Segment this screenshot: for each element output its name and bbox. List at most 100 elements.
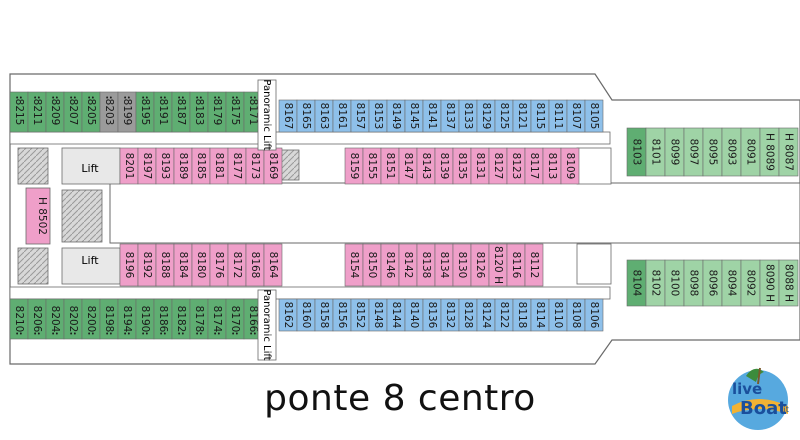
cabin-8101[interactable]: 8101 — [645, 127, 666, 177]
cabin-8203[interactable]: 8203•• — [99, 91, 119, 133]
cabin-8178[interactable]: 8178•• — [189, 298, 209, 340]
cabin-8090[interactable]: 8090 H — [759, 259, 780, 307]
cabin-8206[interactable]: 8206•• — [27, 298, 47, 340]
cabin-8092[interactable]: 8092 — [740, 259, 761, 307]
suite-8502[interactable]: H 8502 — [25, 187, 51, 245]
cabin-8091[interactable]: 8091 — [740, 127, 761, 177]
cabin-8173[interactable]: 8173 — [245, 147, 265, 185]
cabin-8215[interactable]: 8215•• — [9, 91, 29, 133]
cabin-8207[interactable]: 8207•• — [63, 91, 83, 133]
cabin-8124[interactable]: 8124 — [476, 298, 496, 332]
cabin-8179[interactable]: 8179•• — [207, 91, 227, 133]
cabin-8125[interactable]: 8125 — [494, 99, 514, 133]
cabin-8104[interactable]: 8104 — [626, 259, 647, 307]
cabin-8200[interactable]: 8200•• — [81, 298, 101, 340]
cabin-8122[interactable]: 8122 — [494, 298, 514, 332]
cabin-8094[interactable]: 8094 — [721, 259, 742, 307]
cabin-8209[interactable]: 8209•• — [45, 91, 65, 133]
cabin-8180[interactable]: 8180 — [191, 243, 211, 287]
cabin-8130[interactable]: 8130 — [452, 243, 472, 287]
cabin-8138[interactable]: 8138 — [416, 243, 436, 287]
cabin-8111[interactable]: 8111 — [548, 99, 568, 133]
cabin-8202[interactable]: 8202•• — [63, 298, 83, 340]
cabin-8110[interactable]: 8110 — [548, 298, 568, 332]
cabin-8116[interactable]: 8116 — [506, 243, 526, 287]
cabin-8193[interactable]: 8193 — [155, 147, 175, 185]
cabin-8197[interactable]: 8197 — [137, 147, 157, 185]
cabin-8211[interactable]: 8211•• — [27, 91, 47, 133]
cabin-8189[interactable]: 8189 — [173, 147, 193, 185]
cabin-8152[interactable]: 8152 — [350, 298, 370, 332]
cabin-8171[interactable]: 8171•• — [243, 91, 263, 133]
cabin-8150[interactable]: 8150 — [362, 243, 382, 287]
cabin-8154[interactable]: 8154 — [344, 243, 364, 287]
cabin-8115[interactable]: 8115 — [530, 99, 550, 133]
cabin-8147[interactable]: 8147 — [398, 147, 418, 185]
cabin-8198[interactable]: 8198•• — [99, 298, 119, 340]
cabin-8175[interactable]: 8175•• — [225, 91, 245, 133]
cabin-8204[interactable]: 8204•• — [45, 298, 65, 340]
cabin-8201[interactable]: 8201 — [119, 147, 139, 185]
cabin-8117[interactable]: 8117 — [524, 147, 544, 185]
cabin-8161[interactable]: 8161 — [332, 99, 352, 133]
cabin-8143[interactable]: 8143 — [416, 147, 436, 185]
cabin-8114[interactable]: 8114 — [530, 298, 550, 332]
cabin-8136[interactable]: 8136 — [422, 298, 442, 332]
cabin-8166[interactable]: 8166•• — [243, 298, 263, 340]
cabin-8187[interactable]: 8187•• — [171, 91, 191, 133]
cabin-8170[interactable]: 8170•• — [225, 298, 245, 340]
cabin-8108[interactable]: 8108 — [566, 298, 586, 332]
cabin-8194[interactable]: 8194•• — [117, 298, 137, 340]
cabin-8093[interactable]: 8093 — [721, 127, 742, 177]
cabin-8159[interactable]: 8159 — [344, 147, 364, 185]
cabin-8156[interactable]: 8156 — [332, 298, 352, 332]
cabin-8182[interactable]: 8182•• — [171, 298, 191, 340]
cabin-8103[interactable]: 8103 — [626, 127, 647, 177]
cabin-8205[interactable]: 8205•• — [81, 91, 101, 133]
cabin-8113[interactable]: 8113 — [542, 147, 562, 185]
cabin-8087[interactable]: H 8087 — [778, 127, 799, 177]
cabin-8105[interactable]: 8105 — [584, 99, 604, 133]
cabin-8100[interactable]: 8100 — [664, 259, 685, 307]
cabin-8149[interactable]: 8149 — [386, 99, 406, 133]
cabin-8181[interactable]: 8181 — [209, 147, 229, 185]
cabin-8126[interactable]: 8126 — [470, 243, 490, 287]
cabin-8155[interactable]: 8155 — [362, 147, 382, 185]
cabin-8131[interactable]: 8131 — [470, 147, 490, 185]
cabin-8145[interactable]: 8145 — [404, 99, 424, 133]
cabin-8163[interactable]: 8163 — [314, 99, 334, 133]
cabin-8177[interactable]: 8177 — [227, 147, 247, 185]
cabin-8167[interactable]: 8167 — [278, 99, 298, 133]
cabin-8176[interactable]: 8176 — [209, 243, 229, 287]
cabin-8135[interactable]: 8135 — [452, 147, 472, 185]
cabin-8183[interactable]: 8183•• — [189, 91, 209, 133]
cabin-8127[interactable]: 8127 — [488, 147, 508, 185]
cabin-8134[interactable]: 8134 — [434, 243, 454, 287]
cabin-8140[interactable]: 8140 — [404, 298, 424, 332]
cabin-8096[interactable]: 8096 — [702, 259, 723, 307]
cabin-8160[interactable]: 8160 — [296, 298, 316, 332]
cabin-8162[interactable]: 8162 — [278, 298, 298, 332]
cabin-8192[interactable]: 8192 — [137, 243, 157, 287]
cabin-8196[interactable]: 8196 — [119, 243, 139, 287]
cabin-8186[interactable]: 8186•• — [153, 298, 173, 340]
cabin-8199[interactable]: 8199•• — [117, 91, 137, 133]
cabin-8185[interactable]: 8185 — [191, 147, 211, 185]
cabin-8195[interactable]: 8195•• — [135, 91, 155, 133]
cabin-8102[interactable]: 8102 — [645, 259, 666, 307]
cabin-8112[interactable]: 8112 — [524, 243, 544, 287]
cabin-8148[interactable]: 8148 — [368, 298, 388, 332]
cabin-8151[interactable]: 8151 — [380, 147, 400, 185]
cabin-8120[interactable]: 8120 H — [488, 243, 508, 287]
cabin-8146[interactable]: 8146 — [380, 243, 400, 287]
cabin-8169[interactable]: 8169 — [263, 147, 283, 185]
cabin-8137[interactable]: 8137 — [440, 99, 460, 133]
cabin-8144[interactable]: 8144 — [386, 298, 406, 332]
cabin-8132[interactable]: 8132 — [440, 298, 460, 332]
cabin-8128[interactable]: 8128 — [458, 298, 478, 332]
cabin-8133[interactable]: 8133 — [458, 99, 478, 133]
cabin-8174[interactable]: 8174•• — [207, 298, 227, 340]
cabin-8139[interactable]: 8139 — [434, 147, 454, 185]
cabin-8121[interactable]: 8121 — [512, 99, 532, 133]
cabin-8188[interactable]: 8188 — [155, 243, 175, 287]
